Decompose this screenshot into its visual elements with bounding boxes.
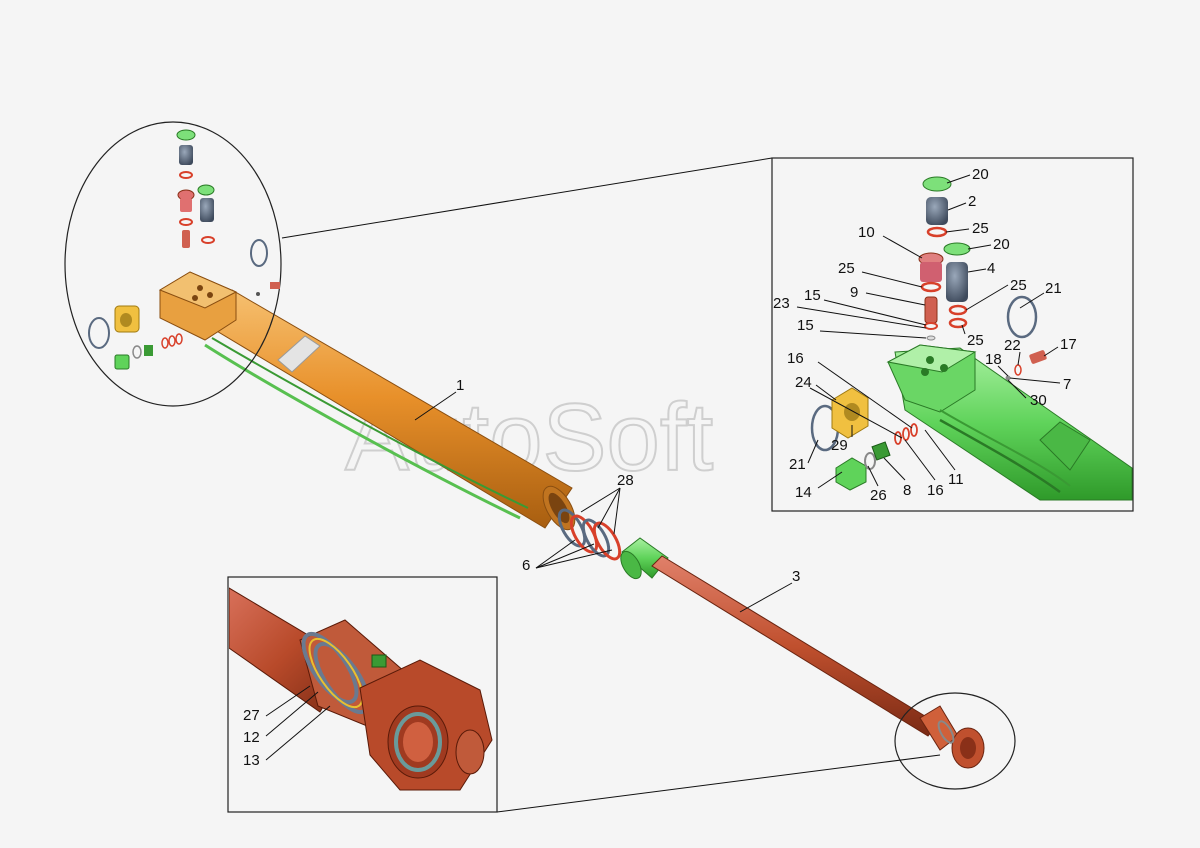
label-d-16a: 16 xyxy=(787,350,804,367)
label-d-29: 29 xyxy=(831,437,848,454)
main-barrel xyxy=(194,289,576,531)
label-d-2: 2 xyxy=(968,193,976,210)
label-d-23: 23 xyxy=(773,295,790,312)
zoom-line-top-left xyxy=(281,157,773,239)
label-piston-rings: 28 xyxy=(617,472,634,489)
label-d-17: 17 xyxy=(1060,336,1077,353)
callout-labels: 1 3 28 6 20 2 25 10 20 4 25 25 21 9 15 2… xyxy=(243,166,1077,769)
label-d-4: 4 xyxy=(987,260,995,277)
label-d-16b: 16 xyxy=(927,482,944,499)
barrel-head-block xyxy=(158,271,238,341)
label-d-10: 10 xyxy=(858,224,875,241)
label-d-18: 18 xyxy=(985,351,1002,368)
detail-head-parts xyxy=(810,176,1133,501)
label-r-27: 27 xyxy=(243,707,260,724)
label-d-25b: 25 xyxy=(838,260,855,277)
label-d-15a: 15 xyxy=(804,287,821,304)
label-d-30: 30 xyxy=(1030,392,1047,409)
label-d-22: 22 xyxy=(1004,337,1021,354)
label-d-20a: 20 xyxy=(972,166,989,183)
label-d-21b: 21 xyxy=(789,456,806,473)
zoom-circle-rod-end xyxy=(894,692,1016,790)
label-d-7: 7 xyxy=(1063,376,1071,393)
label-d-25c: 25 xyxy=(1010,277,1027,294)
label-main-barrel: 1 xyxy=(456,377,464,394)
left-zoom-parts xyxy=(88,129,280,370)
label-d-26: 26 xyxy=(870,487,887,504)
label-d-9: 9 xyxy=(850,284,858,301)
label-d-24: 24 xyxy=(795,374,812,391)
label-piston-seals: 6 xyxy=(522,557,530,574)
piston-seal-rings xyxy=(557,508,622,561)
label-d-21a: 21 xyxy=(1045,280,1062,297)
leader-lines xyxy=(265,174,1061,761)
rod-end-small xyxy=(919,705,985,769)
label-r-13: 13 xyxy=(243,752,260,769)
label-d-8: 8 xyxy=(903,482,911,499)
label-d-11: 11 xyxy=(948,471,964,488)
label-d-25a: 25 xyxy=(972,220,989,237)
label-d-14: 14 xyxy=(795,484,812,501)
zoom-line-bottom-right xyxy=(496,754,941,813)
detail-rod-end-parts xyxy=(229,587,493,791)
label-d-25d: 25 xyxy=(967,332,984,349)
zoom-circle-barrel-head xyxy=(64,121,282,407)
label-main-rod: 3 xyxy=(792,568,800,585)
label-r-12: 12 xyxy=(243,729,260,746)
label-d-20b: 20 xyxy=(993,236,1010,253)
label-d-15b: 15 xyxy=(797,317,814,334)
